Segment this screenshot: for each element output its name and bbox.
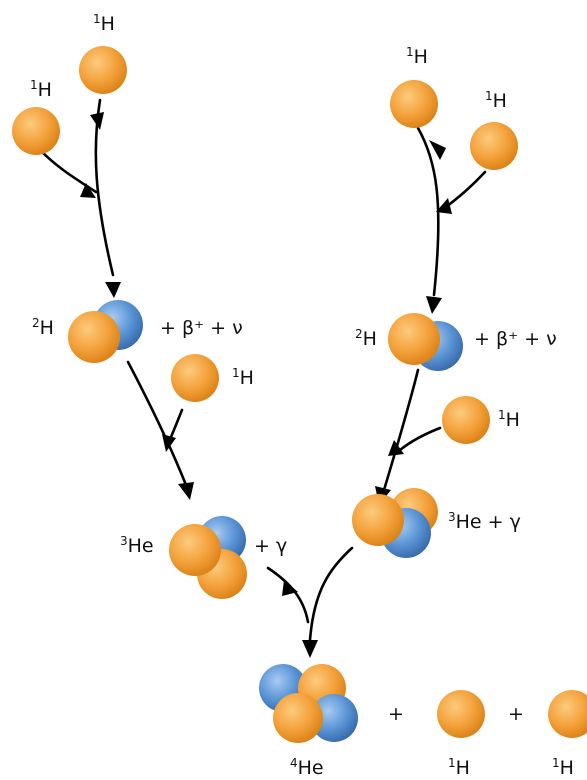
arrow-left-mid-head: [178, 482, 194, 500]
label-he3-left: 3He: [120, 534, 154, 557]
label-h1-final-a: 1H: [448, 756, 470, 779]
proton-ball: [169, 524, 221, 576]
proton-h1-right-top: [390, 80, 438, 128]
arrow-right-top-head: [426, 296, 442, 314]
proton-ball: [548, 690, 587, 738]
deuterium-right: [388, 313, 463, 371]
proton-h1-left-mid: [12, 107, 60, 155]
helium4: [259, 664, 358, 743]
arrow-right-mid-b: [398, 426, 442, 452]
arrow-left-top-b-head: [80, 183, 96, 198]
label-he3-left-products: + γ: [254, 535, 287, 557]
arrow-left-mid-b-head: [162, 434, 176, 452]
proton-h1-right-add: [442, 396, 490, 444]
deuterium-left: [68, 300, 143, 363]
proton-h1-left-add: [171, 354, 219, 402]
plus-sign-1: +: [388, 703, 404, 725]
arrow-bottom-right: [308, 546, 354, 642]
proton-ball: [388, 313, 440, 365]
proton-ball: [273, 693, 323, 743]
arrow-left-top-a-head: [90, 112, 104, 130]
arrow-right-top-b-head: [436, 198, 452, 214]
reaction-arrows: [38, 98, 487, 658]
arrow-left-top-b: [38, 148, 98, 194]
neutron-ball: [310, 694, 358, 742]
arrow-right-top-a: [416, 126, 440, 297]
label-he4: 4He: [290, 756, 324, 779]
helium3-right: [352, 488, 438, 558]
proton-ball: [12, 107, 60, 155]
arrow-bottom-left: [266, 566, 310, 624]
label-h2-right: 2H: [355, 327, 377, 350]
proton-h1-final-a: [437, 690, 485, 738]
label-h1-left-top: 1H: [93, 12, 115, 35]
proton-h1-right-mid: [470, 122, 518, 170]
proton-ball: [352, 494, 404, 546]
arrow-right-mid-b-head: [388, 440, 404, 456]
proton-h1-final-b: [548, 690, 587, 738]
label-h1-left-mid: 1H: [30, 78, 52, 101]
proton-ball: [437, 690, 485, 738]
label-h1-final-b: 1H: [552, 756, 574, 779]
proton-ball: [390, 80, 438, 128]
label-h2-left-products: + β⁺ + ν: [160, 317, 243, 339]
label-h2-left: 2H: [32, 316, 54, 339]
proton-ball: [79, 46, 127, 94]
arrow-bottom-head: [302, 640, 318, 658]
proton-ball: [68, 311, 120, 363]
arrow-left-mid-a: [126, 360, 188, 487]
arrow-left-top-head: [105, 282, 121, 298]
label-h2-right-products: + β⁺ + ν: [474, 328, 557, 350]
label-h1-right-mid: 1H: [485, 89, 507, 112]
proton-ball: [470, 122, 518, 170]
arrow-right-mid-a: [382, 368, 420, 492]
plus-sign-2: +: [508, 703, 524, 725]
arrow-right-top-a-head: [429, 140, 446, 160]
label-h1-right-top: 1H: [406, 45, 428, 68]
label-h1-right-add: 1H: [498, 408, 520, 431]
arrow-bottom-left-head: [282, 580, 298, 596]
proton-h1-left-top: [79, 46, 127, 94]
proton-ball: [171, 354, 219, 402]
label-h1-left-add: 1H: [232, 366, 254, 389]
helium3-left: [169, 516, 247, 599]
label-he3-right: 3He + γ: [448, 510, 521, 533]
proton-ball: [442, 396, 490, 444]
